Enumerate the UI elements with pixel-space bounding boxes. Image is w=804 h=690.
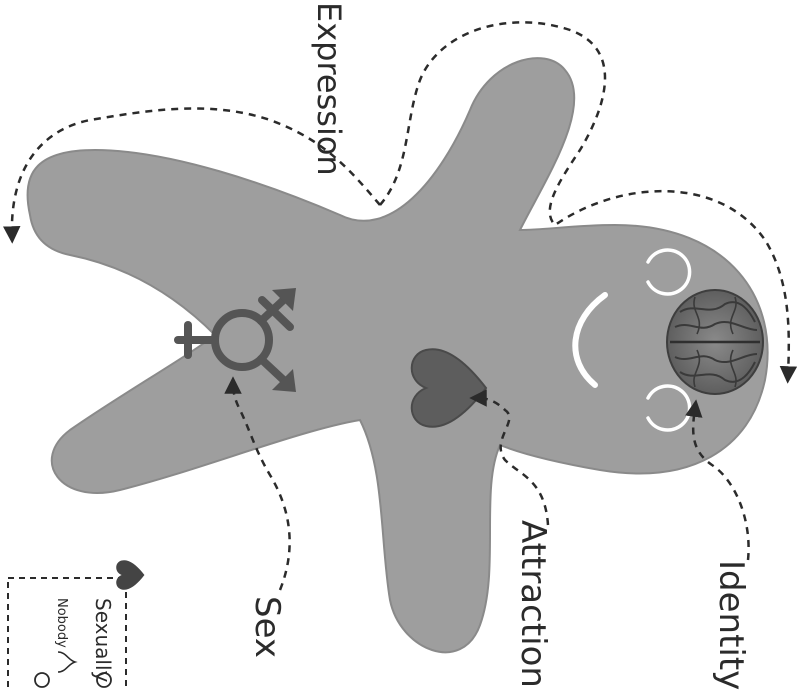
legend: Sexually Nobody xyxy=(8,560,144,690)
brain-icon xyxy=(667,290,763,394)
label-sex: Sex xyxy=(247,596,287,658)
genderbread-body xyxy=(28,58,768,652)
legend-heart-icon xyxy=(116,560,144,589)
label-identity: Identity xyxy=(711,560,751,690)
label-expression: Expression xyxy=(310,2,348,176)
legend-nobody: Nobody xyxy=(54,598,69,648)
legend-brace xyxy=(58,652,75,672)
legend-circle xyxy=(35,673,49,687)
label-attraction: Attraction xyxy=(513,520,553,688)
legend-sexually: Sexually xyxy=(91,598,115,683)
